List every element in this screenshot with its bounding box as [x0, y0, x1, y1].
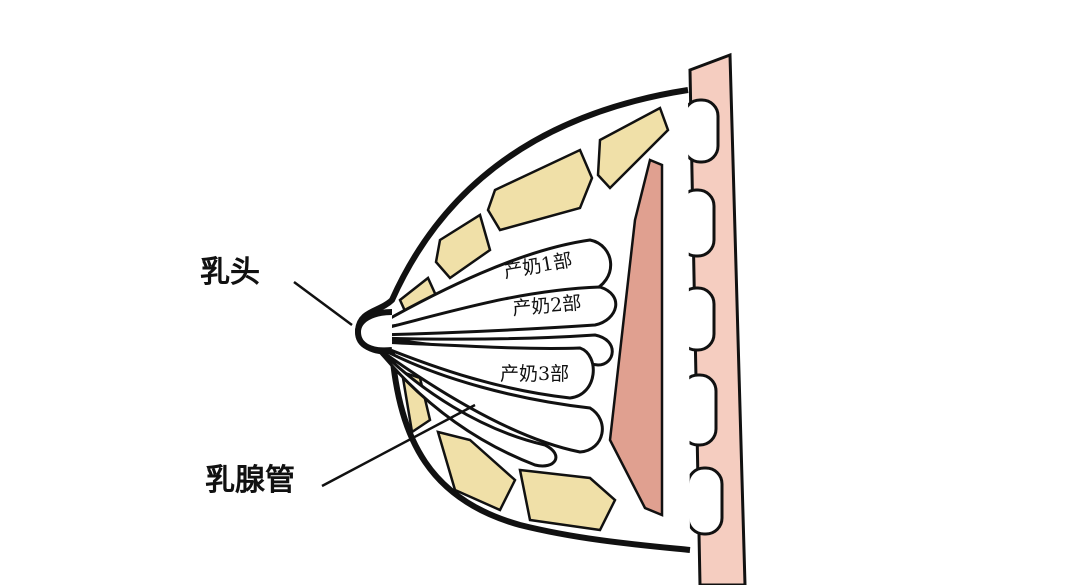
lobe-2: [376, 285, 618, 337]
lobe-3: [376, 340, 595, 400]
nipple: [354, 309, 393, 354]
lobes: [376, 238, 618, 468]
nipple-leader-line: [293, 280, 353, 327]
milk-duct-label: 乳腺管: [205, 463, 295, 498]
chest-wall: [678, 52, 747, 585]
rib: [682, 98, 720, 164]
lobe-4: [378, 345, 604, 454]
duct-leader-line: [321, 403, 476, 488]
fat-tissue: [398, 106, 670, 532]
lobe-5: [378, 346, 558, 468]
rib: [686, 466, 724, 536]
nipple-label: 乳头: [200, 255, 260, 290]
pectoral-muscle: [608, 158, 664, 517]
lobe-3-label: 产奶3部: [500, 363, 569, 385]
